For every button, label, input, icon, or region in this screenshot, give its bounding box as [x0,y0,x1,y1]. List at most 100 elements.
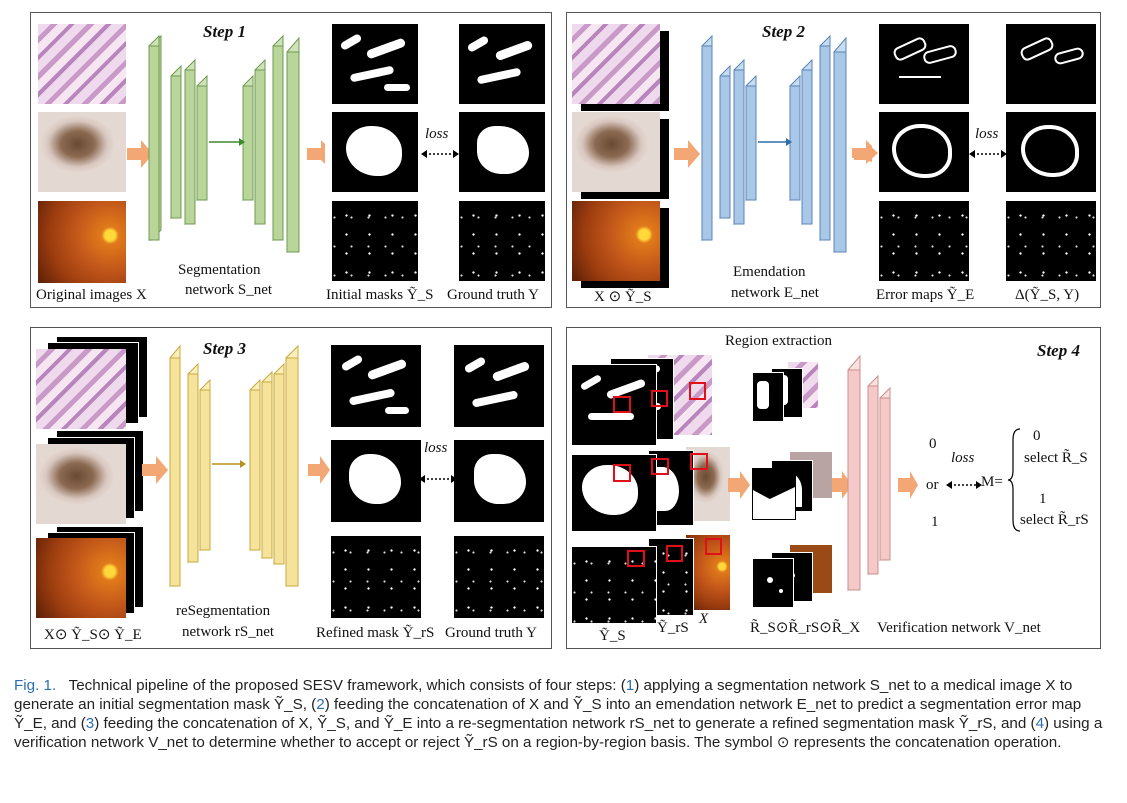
gt-mask-histology [454,345,544,427]
step2-network-label-2: network E_net [731,285,819,301]
refined-mask-skin [331,440,421,522]
skin-lesion-image [36,444,126,524]
caption-text: Technical pipeline of the proposed SESV … [68,677,626,694]
region-box [705,538,722,555]
histology-image [36,349,126,429]
orange-arrow [674,140,700,168]
step2-network-label-1: Emendation [733,264,806,280]
step1-output-label: Initial masks Ỹ_S [326,287,434,303]
caption-step-ref[interactable]: 4 [1035,715,1045,732]
output-or: or [926,477,939,493]
orange-arrow [728,471,750,499]
fundus-image [572,201,660,281]
orange-arrow [898,471,918,499]
caption-step-ref[interactable]: 3 [85,715,95,732]
histology-image [38,24,126,104]
yrs-label: Ỹ_rS [657,620,689,636]
step1-target-label: Ground truth Y [447,287,539,303]
ys-mask-fundus [571,546,657,624]
caption-text: ) feeding the concatenation of X and Ỹ_S… [14,696,1082,732]
skin-lesion-image [572,112,660,192]
step4-loss-label: loss [951,450,975,466]
region-box [690,453,708,470]
step4-network-label: Verification network V_net [877,620,1041,636]
output-one: 1 [931,514,939,530]
error-target-skin [1006,112,1096,192]
step3-network-label-2: network rS_net [182,624,275,640]
initial-mask-skin [332,112,418,192]
step4-network-diagram [728,354,918,592]
region-crop-mask [752,558,794,608]
step1-loss-label: loss [425,126,449,142]
step2-network-diagram [674,34,872,254]
orange-arrow [142,456,168,484]
orange-arrow [307,140,325,164]
step1-network-label-2: network S_net [185,282,273,298]
caption-step-ref[interactable]: 1 [625,677,635,694]
error-map-histology [879,24,969,104]
gt-mask-skin [459,112,545,192]
histology-image [572,24,660,104]
m-equals: M= [981,474,1003,490]
step3-title: Step 3 [203,339,246,358]
step1-input-label: Original images X [36,287,147,303]
step3-target-label: Ground truth Y [445,625,537,641]
output-zero: 0 [929,436,937,452]
caption-fig-label: Fig. 1. [14,677,57,694]
region-box [651,458,669,475]
step3-network-diagram [142,344,330,588]
region-box [627,550,645,567]
loss-arrow [969,150,1007,158]
gt-mask-fundus [454,536,544,618]
case0-text: select R̃_S [1024,450,1088,466]
caption-text: ) using a verification network V_net to … [14,715,1103,751]
step3-loss-label: loss [424,440,448,456]
region-box [666,545,683,562]
step2-output-label: Error maps Ỹ_E [876,287,975,303]
step2-input-label: X ⊙ Ỹ_S [594,289,652,305]
loss-arrow [419,475,457,483]
x-label: X [699,611,709,627]
region-extraction-label: Region extraction [725,333,833,349]
fundus-image [38,201,126,283]
case1-text: select R̃_rS [1020,512,1089,528]
step3-output-label: Refined mask Ỹ_rS [316,625,435,641]
error-map-skin [879,112,969,192]
error-map-fundus [879,201,969,281]
refined-mask-histology [331,345,421,427]
caption-text: ) feeding the concatenation of X, Ỹ_S, a… [94,715,1036,732]
case0-value: 0 [1033,428,1041,444]
region-box [613,396,631,413]
region-box [689,382,706,400]
region-crop-mask [752,372,784,422]
orange-arrow [852,142,878,164]
gt-mask-histology [459,24,545,104]
orange-arrow [127,140,153,168]
step2-target-label: Δ(Ỹ_S, Y) [1015,287,1080,303]
step2-title: Step 2 [762,22,805,41]
orange-arrow [308,456,330,484]
skin-lesion-image [38,112,126,192]
step1-network-diagram [127,34,325,254]
regions-label: R̃_S⊙R̃_rS⊙R̃_X [750,620,861,636]
caption-text: ) applying a segmentation network S_net … [14,677,1073,713]
step2-loss-label: loss [975,126,999,142]
gt-mask-skin [454,440,544,522]
error-target-fundus [1006,201,1096,281]
caption-step-ref[interactable]: 2 [316,696,325,713]
loss-arrow [421,150,459,158]
loss-arrow [946,481,982,489]
step4-title: Step 4 [1037,341,1080,360]
region-box [613,464,631,482]
step3-input-label: X⊙ Ỹ_S⊙ Ỹ_E [44,627,142,643]
figure-caption: Fig. 1. Technical pipeline of the propos… [14,676,1114,752]
error-target-histology [1006,24,1096,104]
step1-network-label-1: Segmentation [178,262,261,278]
step3-network-label-1: reSegmentation [176,603,271,619]
region-crop-mask [752,468,796,520]
initial-mask-histology [332,24,418,104]
brace-icon [1007,428,1021,532]
step1-title: Step 1 [203,22,246,41]
case1-value: 1 [1039,491,1047,507]
orange-arrow [832,471,852,499]
